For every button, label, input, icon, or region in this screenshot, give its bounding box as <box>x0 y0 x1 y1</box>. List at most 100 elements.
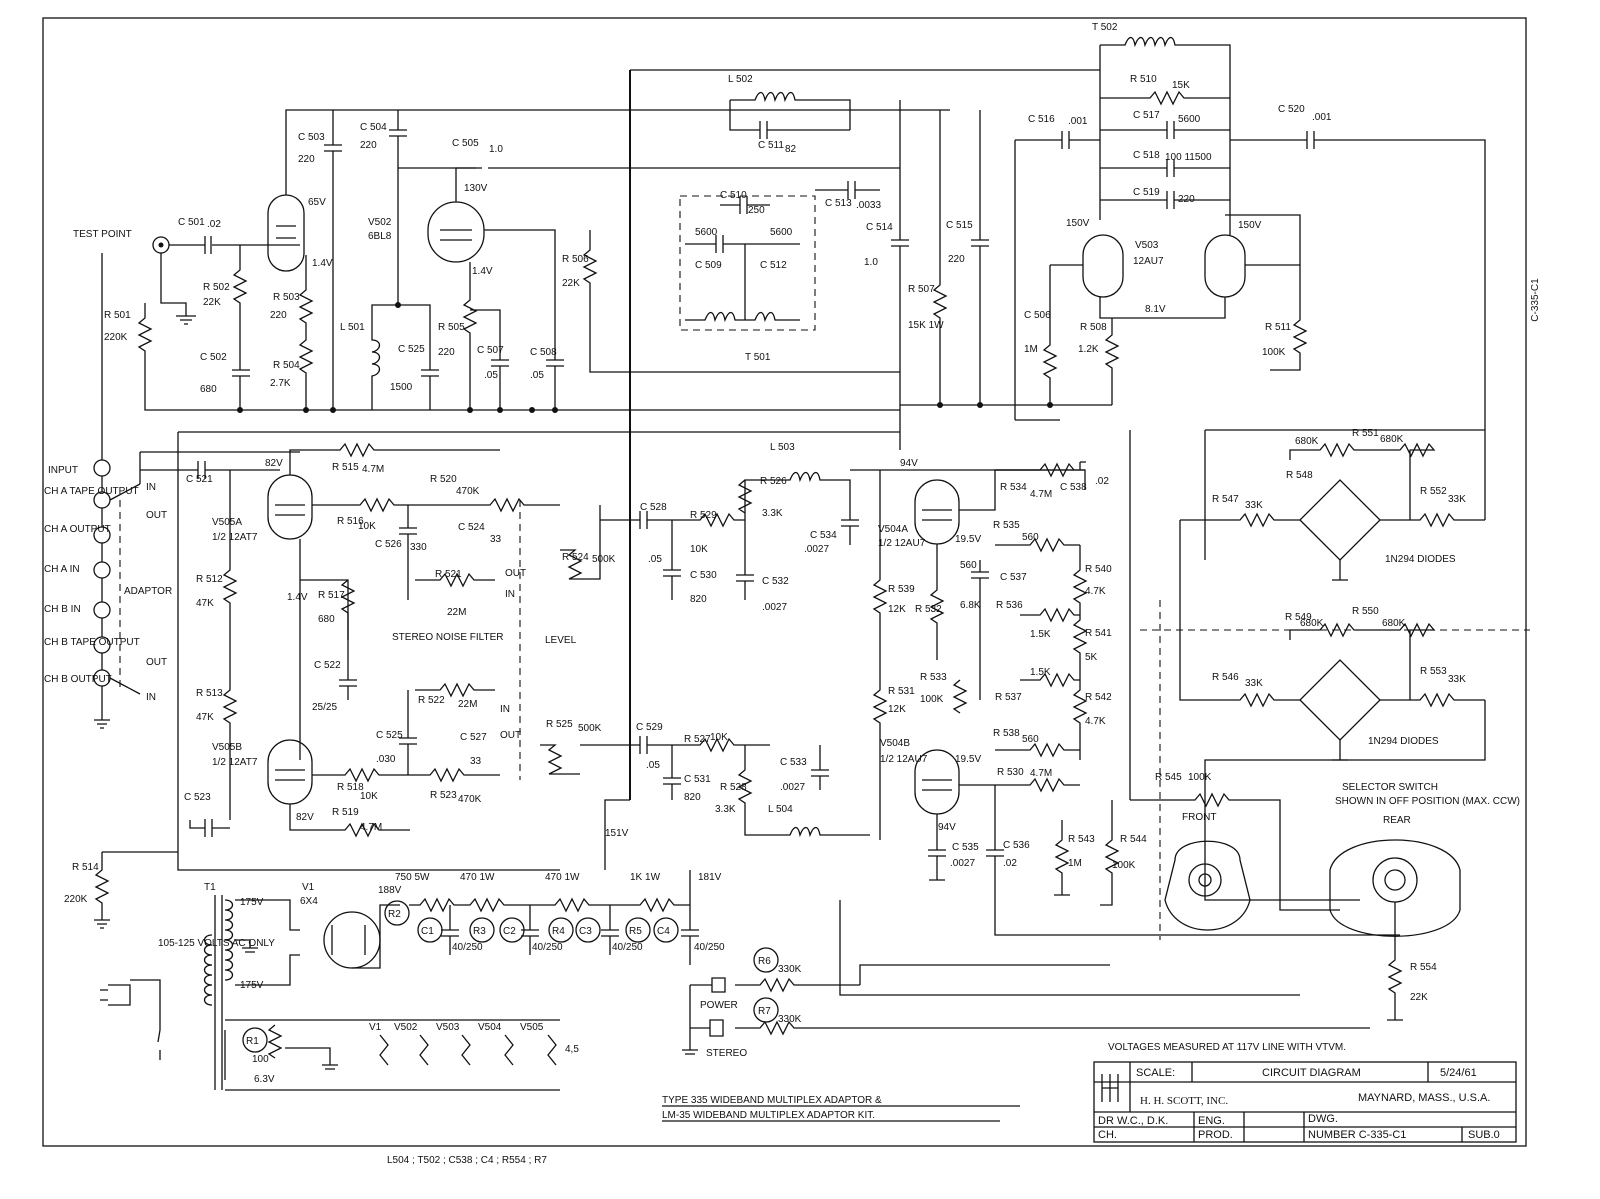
input-stage: TEST POINT C 501 .02 R 502 22K C 502 680… <box>73 109 950 413</box>
r535-label: R 535 <box>993 520 1020 531</box>
heater-v505-label: V505 <box>520 1022 544 1033</box>
c527-label: C 527 <box>460 732 487 743</box>
r2-value: 750 5W <box>395 872 430 883</box>
v501-cathode-voltage: 1.4V <box>312 258 333 269</box>
r553-value: 33K <box>1448 674 1466 685</box>
input-label: INPUT <box>48 465 78 476</box>
r545-value: 100K <box>1188 772 1212 783</box>
l504-label: L 504 <box>768 804 793 815</box>
l503-label: L 503 <box>770 442 795 453</box>
c509-value: 5600 <box>695 227 718 238</box>
c531-label: C 531 <box>684 774 711 785</box>
c530-value: 820 <box>690 594 707 605</box>
input-jack <box>93 459 111 477</box>
r521-label: R 521 <box>435 569 462 580</box>
test-point-label: TEST POINT <box>73 229 132 240</box>
c515-label: C 515 <box>946 220 973 231</box>
r538-value: 560 <box>1022 734 1039 745</box>
v505b-type: 1/2 12AT7 <box>212 757 258 768</box>
r3-label: R3 <box>473 926 486 937</box>
v502-label: V502 <box>368 217 392 228</box>
chb-in-label: CH B IN <box>44 604 81 615</box>
r507-label: R 507 <box>908 284 935 295</box>
c527-value: 33 <box>470 756 482 767</box>
r519-value: 4.7M <box>360 822 382 833</box>
c501-label: C 501 <box>178 217 205 228</box>
r510-label: R 510 <box>1130 74 1157 85</box>
r542-label: R 542 <box>1085 692 1112 703</box>
r514-label: R 514 <box>72 862 99 873</box>
c529-label: C 529 <box>636 722 663 733</box>
c530-label: C 530 <box>690 570 717 581</box>
selector-note: SHOWN IN OFF POSITION (MAX. CCW) <box>1335 796 1520 807</box>
v505a-tube <box>267 474 313 540</box>
v503-label: V503 <box>1135 240 1159 251</box>
c509-label: C 509 <box>695 260 722 271</box>
c533-value: .0027 <box>780 782 805 793</box>
v503a-tube <box>1082 234 1124 298</box>
c536-label: C 536 <box>1003 840 1030 851</box>
v505a-plate-voltage: 82V <box>265 458 283 469</box>
bottom-revision-note: L504 ; T502 ; C538 ; C4 ; R554 ; R7 <box>387 1155 547 1166</box>
diodes2-label: 1N294 DIODES <box>1368 736 1439 747</box>
r522-label: R 522 <box>418 695 445 706</box>
r533-value: 100K <box>920 694 944 705</box>
c525-value: 1500 <box>390 382 413 393</box>
v1-type: 6X4 <box>300 896 318 907</box>
r544-label: R 544 <box>1120 834 1147 845</box>
c504-value: 220 <box>360 140 377 151</box>
v1-label: V1 <box>302 882 315 893</box>
lowpass-filters: C 528 .05 R 529 10K C 530 820 L 503 R 52… <box>580 442 870 870</box>
out-label-b: OUT <box>146 657 167 668</box>
c520-label: C 520 <box>1278 104 1305 115</box>
r506-label: R 506 <box>562 254 589 265</box>
r535-value: 560 <box>1022 532 1039 543</box>
v505b-plate-voltage: 82V <box>296 812 314 823</box>
c525b-label: C 525 <box>376 730 403 741</box>
r539-value: 12K <box>888 604 906 615</box>
v1-plate-voltage: 188V <box>378 885 402 896</box>
r527-value: 10K <box>710 732 728 743</box>
c512-label: C 512 <box>760 260 787 271</box>
c2-label: C2 <box>503 926 516 937</box>
r7-label: R7 <box>758 1006 771 1017</box>
r551-label: R 551 <box>1352 428 1379 439</box>
tap1-label: 175V <box>240 897 264 908</box>
r548-value: 680K <box>1295 436 1319 447</box>
r543-value: 1M <box>1068 858 1082 869</box>
r541-label: R 541 <box>1085 628 1112 639</box>
r516-label: R 516 <box>337 516 364 527</box>
cha-in-label: CH A IN <box>44 564 80 575</box>
r532-value: 6.8K <box>960 600 981 611</box>
c519-label: C 519 <box>1133 187 1160 198</box>
c528-label: C 528 <box>640 502 667 513</box>
r553-label: R 553 <box>1420 666 1447 677</box>
mains-label: 105-125 VOLTS AC ONLY <box>158 938 275 949</box>
chb-tape-label: CH B TAPE OUTPUT <box>44 637 140 648</box>
out-label-c: OUT <box>505 568 526 579</box>
c517-value: 5600 <box>1178 114 1201 125</box>
r546-label: R 546 <box>1212 672 1239 683</box>
v504b-plate-voltage: 94V <box>938 822 956 833</box>
c534-label: C 534 <box>810 530 837 541</box>
engineer-label: ENG. <box>1198 1115 1225 1127</box>
r15k-a-value: 1.5K <box>1030 629 1051 640</box>
cha-output-label: CH A OUTPUT <box>44 524 111 535</box>
r543-label: R 543 <box>1068 834 1095 845</box>
r517-label: R 517 <box>318 590 345 601</box>
r538-label: R 538 <box>993 728 1020 739</box>
caption-line2: LM-35 WIDEBAND MULTIPLEX ADAPTOR KIT. <box>662 1110 875 1121</box>
v503-plate-voltage-b: 150V <box>1238 220 1262 231</box>
c4-label: C4 <box>657 926 670 937</box>
front-label: FRONT <box>1182 812 1216 823</box>
r506-value: 22K <box>562 278 580 289</box>
c511-value: 82 <box>785 144 797 155</box>
c508-value: .05 <box>530 370 544 381</box>
rear-wafer <box>1329 839 1461 937</box>
v504b-type: 1/2 12AU7 <box>880 754 928 765</box>
r545-label: R 545 <box>1155 772 1182 783</box>
c508-label: C 508 <box>530 347 557 358</box>
r6-value: 330K <box>778 964 802 975</box>
v504a-cathode-voltage: 19.5V <box>955 534 981 545</box>
